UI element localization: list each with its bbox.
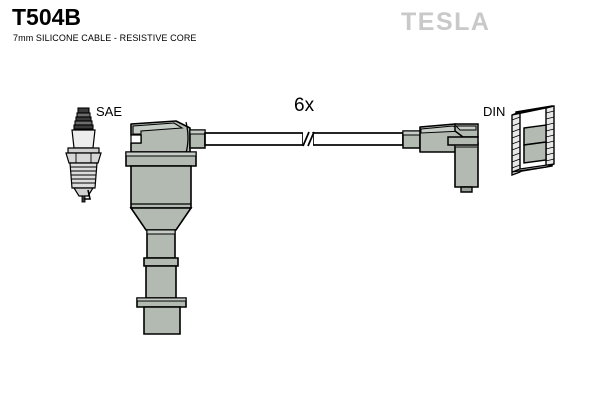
spark-plug-reference-icon <box>65 107 102 203</box>
spark-plug-boot-icon <box>125 120 206 335</box>
page-title: T504B <box>12 4 82 30</box>
quantity-label: 6x <box>294 95 315 116</box>
din-terminal-detail-icon <box>511 105 555 177</box>
ignition-cable-icon <box>204 131 404 147</box>
distributor-boot-icon <box>402 123 479 193</box>
part-description: 7mm SILICONE CABLE - RESISTIVE CORE <box>13 33 197 43</box>
label-din: DIN <box>483 104 506 119</box>
brand-logo: TESLA <box>401 8 491 36</box>
label-sae: SAE <box>96 104 123 119</box>
